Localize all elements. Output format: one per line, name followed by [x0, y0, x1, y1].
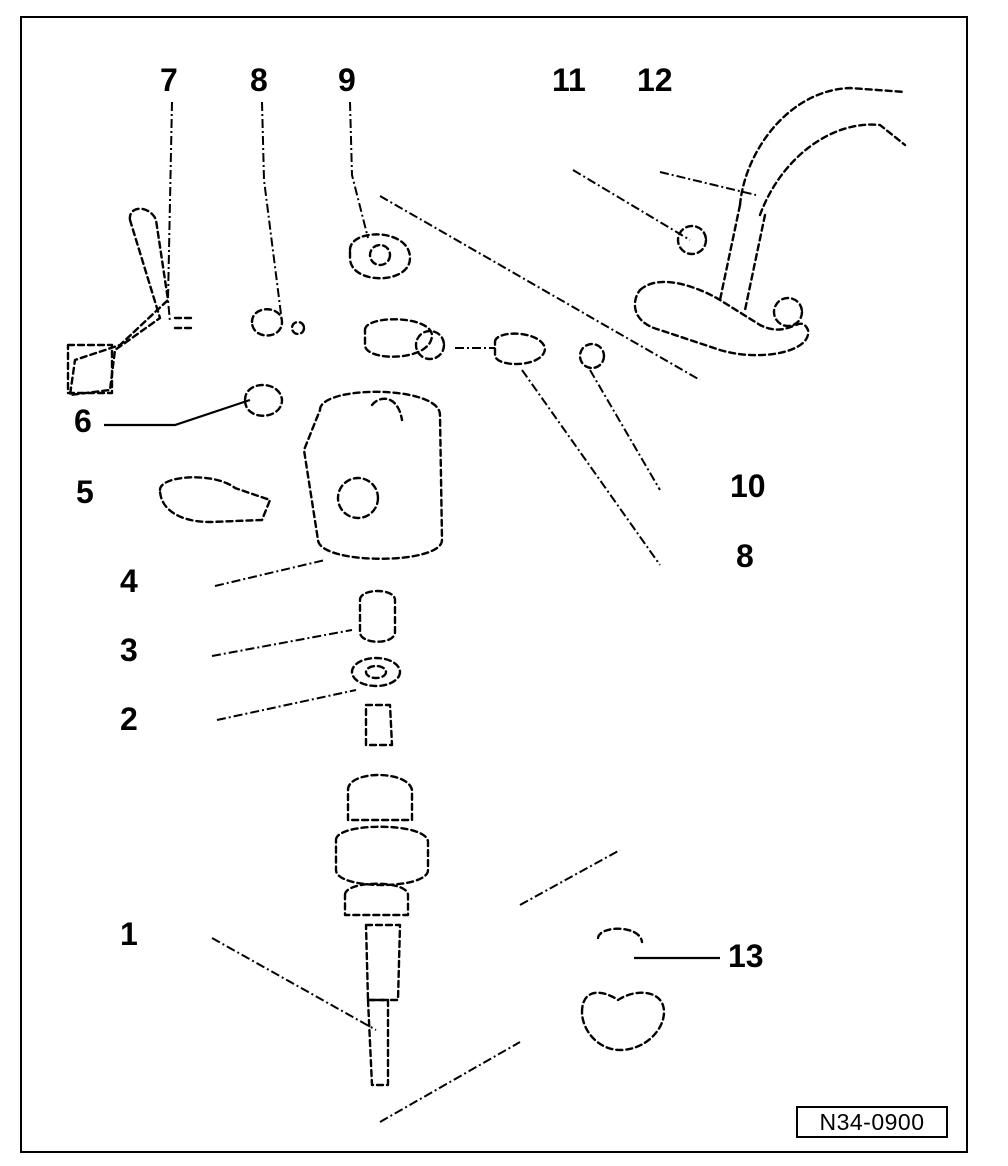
callout-4: 4: [120, 563, 138, 599]
callout-3: 3: [120, 632, 138, 668]
leader-9: [349, 101, 369, 239]
callout-9: 9: [338, 62, 356, 98]
part-6-plug: [243, 383, 284, 417]
callout-12: 12: [637, 62, 673, 98]
part-5-sender: [158, 476, 272, 524]
figure-frame: [20, 16, 968, 1153]
part-union: [363, 318, 434, 358]
leader-12a: [572, 169, 691, 241]
part-12-pipe: [738, 86, 907, 217]
leader-7: [166, 101, 173, 323]
callout-13: 13: [728, 938, 764, 974]
part-1-shaft: [364, 923, 402, 1002]
parts: [66, 86, 907, 1087]
leader-1: [211, 937, 377, 1031]
part-7-connector: [66, 343, 114, 395]
leader-4: [214, 559, 326, 587]
part-12-pipe-lower: [718, 203, 767, 312]
leader-2: [216, 689, 357, 721]
leader-8-right: [521, 369, 661, 566]
leader-11: [379, 195, 701, 381]
part-8-washer: [290, 320, 306, 336]
part-1-body: [343, 882, 410, 917]
part-12-eye: [772, 296, 804, 328]
callout-5: 5: [76, 474, 94, 510]
callout-10: 10: [730, 468, 766, 504]
callout-2: 2: [120, 701, 138, 737]
figure-reference-code: N34-0900: [796, 1106, 948, 1138]
part-13-clip: [580, 991, 666, 1052]
part-4-housing: [302, 390, 444, 560]
part-7-pin: [173, 316, 197, 330]
part-1-nut: [334, 825, 430, 887]
part-1-hex: [346, 773, 414, 822]
leader-lines: [104, 101, 757, 1123]
part-9-grommet: [348, 233, 412, 280]
part-8-nut: [250, 308, 284, 337]
callout-7: 7: [160, 62, 178, 98]
part-8-right-nut: [493, 332, 547, 366]
part-12-bracket: [633, 280, 810, 357]
part-1-tip: [366, 998, 390, 1087]
part-2-washer: [350, 656, 402, 688]
part-4-top: [370, 397, 404, 422]
part-10-ring: [578, 342, 606, 370]
callout-8-right: 8: [736, 538, 754, 574]
leader-axis-lower: [519, 849, 621, 906]
part-1-stem: [364, 703, 394, 747]
part-7-bracket: [68, 207, 170, 397]
callout-11: 11: [552, 62, 586, 98]
leader-10: [589, 369, 661, 491]
callout-1: 1: [120, 916, 138, 952]
leader-3: [211, 629, 353, 657]
part-4-port: [336, 476, 380, 520]
callout-8-top: 8: [250, 62, 268, 98]
part-3-seal: [358, 589, 397, 643]
part-2-hole: [364, 664, 388, 680]
leader-6: [104, 398, 251, 427]
part-11-nut: [676, 224, 708, 256]
part-13-clip-top: [596, 927, 644, 944]
callout-6: 6: [74, 403, 92, 439]
part-union-eye: [414, 329, 446, 361]
leader-axis-bottom: [379, 1041, 521, 1123]
leader-8-top: [261, 101, 283, 323]
part-9-hole: [368, 243, 392, 267]
